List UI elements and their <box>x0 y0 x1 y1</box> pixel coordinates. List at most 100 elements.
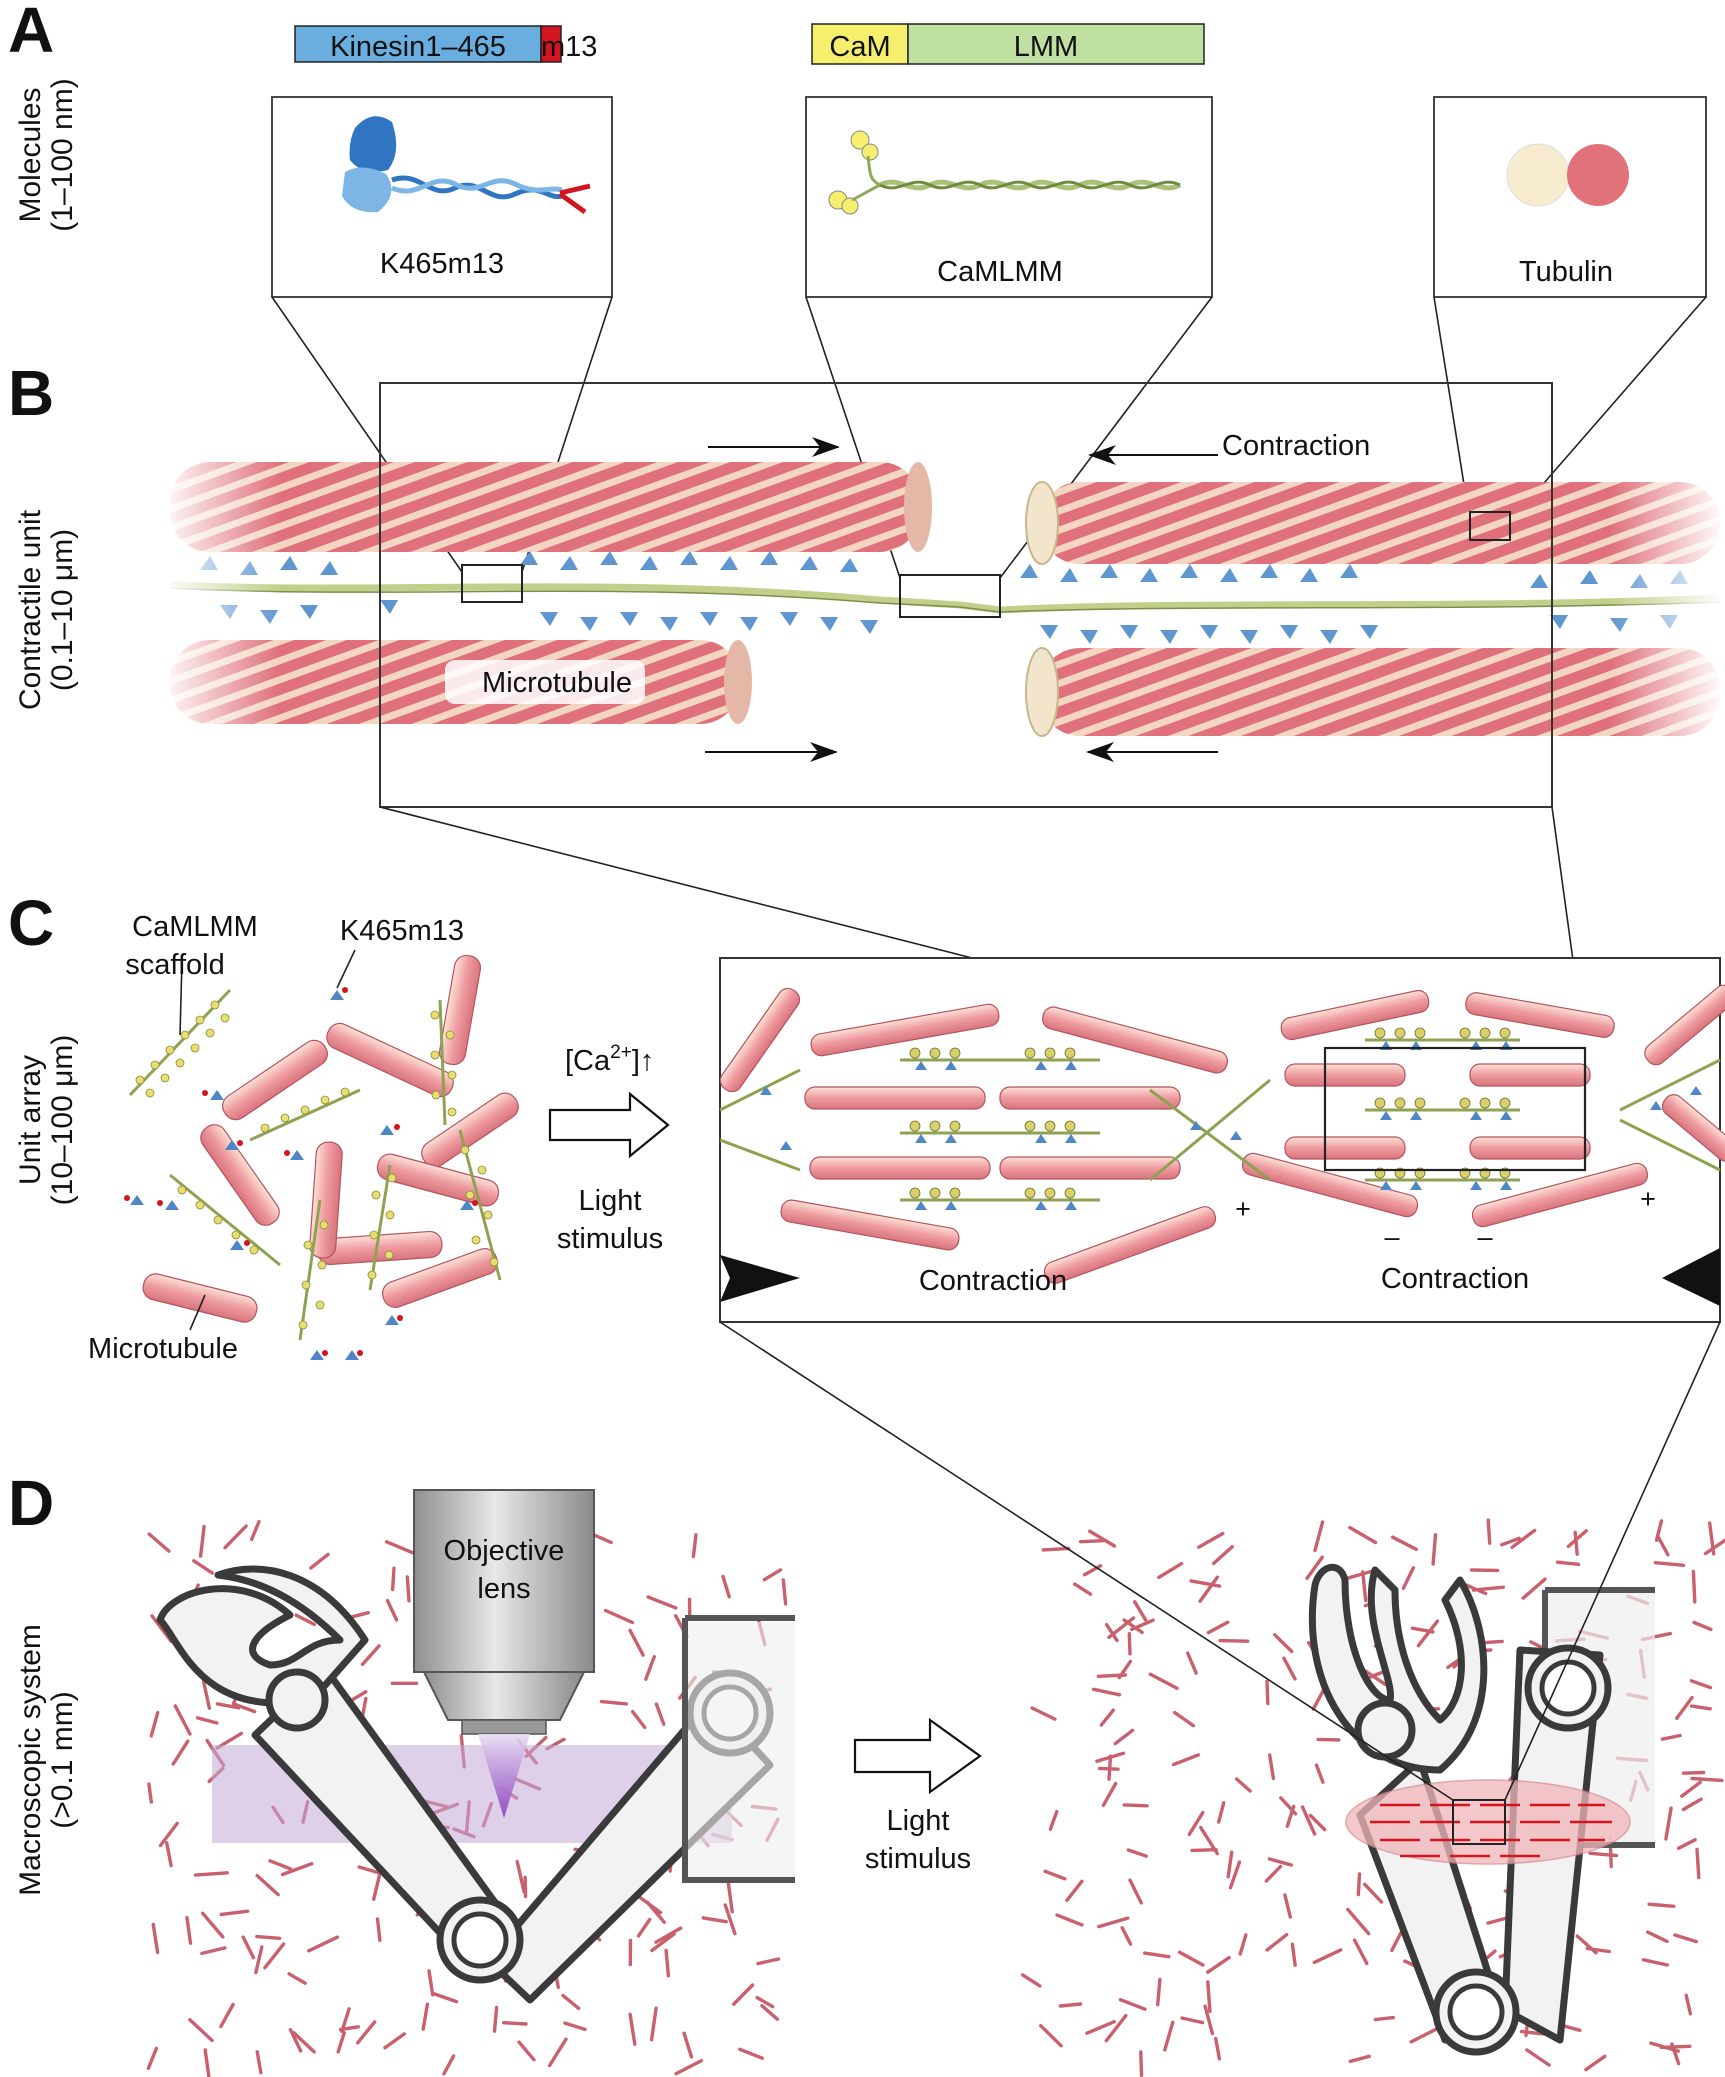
m13-tag-label: m13 <box>541 31 597 63</box>
scattered-microtubule <box>1689 1679 1713 1690</box>
kinesin-domain-label: Kinesin1–465 <box>330 31 506 63</box>
kinesin-construct-bar: Kinesin1–465 m13 <box>294 25 597 63</box>
scattered-microtubule <box>1205 1955 1231 1974</box>
scattered-microtubule <box>219 2002 235 2029</box>
scattered-microtubule <box>732 1983 755 2006</box>
scattered-microtubule <box>755 1995 775 2009</box>
scattered-microtubule <box>1107 1616 1136 1640</box>
scattered-microtubule <box>1198 1575 1220 1603</box>
scattered-microtubule <box>1360 1570 1368 1603</box>
scattered-microtubule <box>1681 1770 1706 1775</box>
scattered-microtubule <box>1171 1753 1201 1767</box>
scattered-microtubule <box>309 1552 330 1570</box>
scattered-microtubule <box>1155 1977 1162 2007</box>
scattered-microtubule <box>1055 1913 1084 1927</box>
scattered-microtubule <box>1038 2023 1063 2048</box>
scattered-microtubule <box>1096 1673 1128 1679</box>
scattered-microtubule <box>561 1993 581 2011</box>
zoom-lines-c-to-d <box>719 1321 1721 1801</box>
scattered-microtubule <box>1021 1973 1042 1988</box>
svg-text:Contractile unit: Contractile unit <box>14 509 47 710</box>
scattered-microtubule <box>1373 2015 1396 2022</box>
contractile-unit-scene: Microtubule <box>160 450 1725 750</box>
scattered-microtubule <box>1499 1536 1521 1547</box>
minus-marker-left: – <box>1384 1222 1399 1252</box>
scattered-microtubule <box>1120 1926 1133 1946</box>
scattered-microtubule <box>1695 1847 1701 1880</box>
k465m13-label: K465m13 <box>380 248 504 280</box>
scattered-microtubule <box>1681 1797 1703 1812</box>
plus-marker-right: + <box>1640 1184 1656 1214</box>
scattered-microtubule <box>1390 1535 1418 1552</box>
scattered-microtubule <box>760 2003 779 2021</box>
scattered-microtubule <box>1401 1566 1416 1591</box>
svg-text:(1–100 nm): (1–100 nm) <box>46 78 79 231</box>
svg-text:Light: Light <box>887 1805 950 1837</box>
light-stimulus-transition: Light stimulus <box>853 1717 982 1875</box>
scattered-microtubule <box>288 2027 303 2053</box>
scattered-microtubule <box>1267 1753 1276 1781</box>
scattered-microtubule <box>1058 2002 1083 2008</box>
scattered-microtubule <box>1664 1806 1673 1841</box>
scattered-microtubule <box>1285 1804 1296 1828</box>
scattered-microtubule <box>674 2058 703 2076</box>
scattered-microtubule <box>1676 1838 1697 1850</box>
scattered-microtubule <box>1163 2020 1175 2052</box>
scattered-microtubule <box>385 1598 399 1622</box>
scattered-microtubule <box>146 2046 159 2071</box>
scattered-microtubule <box>1566 1529 1589 1549</box>
scattered-microtubule <box>231 1702 257 1714</box>
scattered-microtubule <box>1283 1893 1293 1919</box>
macro-system-before: Objective lens <box>146 1489 795 2077</box>
scattered-microtubule <box>515 1859 526 1894</box>
contractile-unit-frame <box>379 382 1553 808</box>
scattered-microtubule <box>1185 1651 1198 1675</box>
scattered-microtubule <box>1305 1555 1325 1581</box>
scattered-microtubule <box>336 2031 346 2054</box>
svg-text:stimulus: stimulus <box>865 1843 971 1875</box>
scattered-microtubule <box>372 1869 383 1902</box>
scattered-microtubule <box>442 2054 456 2076</box>
scattered-microtubule <box>195 1716 219 1725</box>
tubulin-label: Tubulin <box>1519 256 1613 288</box>
macro-system-after <box>1021 1518 1725 2077</box>
scattered-microtubule <box>1104 2013 1128 2043</box>
scattered-microtubule <box>294 1613 316 1627</box>
scattered-microtubule <box>644 1654 656 1681</box>
scattered-microtubule <box>1703 1538 1725 1556</box>
scattered-microtubule <box>1187 1810 1205 1837</box>
scattered-microtubule <box>255 1873 280 1897</box>
unit-array-ordered: + + – – Contraction Contraction <box>719 957 1725 1323</box>
scattered-microtubule <box>198 1524 206 1558</box>
scattered-microtubule <box>682 2031 694 2059</box>
scattered-microtubule <box>1659 2044 1692 2050</box>
scattered-microtubule <box>1641 1958 1670 1967</box>
scattered-microtubule <box>1290 1942 1297 1967</box>
calcium-label: [Ca2+]↑ <box>565 1042 654 1077</box>
scattered-microtubule <box>1363 1882 1384 1904</box>
scattered-microtubule <box>1199 1825 1220 1856</box>
scattered-microtubule <box>1656 1534 1670 1557</box>
panel-d-letter: D <box>8 1467 54 1539</box>
objective-lens-icon: Objective lens <box>413 1489 595 1818</box>
scattered-microtubule <box>1308 1813 1327 1832</box>
scattered-microtubule <box>431 1991 459 2004</box>
scattered-microtubule <box>1189 1579 1222 1588</box>
scattered-microtubule <box>1282 1656 1297 1681</box>
scattered-microtubule <box>1238 1933 1248 1956</box>
scattered-microtubule <box>1692 1620 1713 1632</box>
scattered-microtubule <box>636 1917 652 1938</box>
scattered-microtubule <box>1673 1933 1699 1944</box>
scattered-microtubule <box>1348 2054 1371 2064</box>
scattered-microtubule <box>723 1903 737 1936</box>
svg-text:lens: lens <box>477 1573 530 1605</box>
scattered-microtubule <box>1510 1528 1537 1550</box>
scattered-microtubule <box>646 1595 678 1610</box>
scattered-microtubule <box>338 2025 360 2032</box>
scattered-microtubule <box>1647 1902 1676 1909</box>
contraction-label-c-right: Contraction <box>1381 1263 1529 1295</box>
scattered-microtubule <box>185 1915 193 1945</box>
scattered-microtubule <box>1675 1695 1694 1721</box>
scattered-microtubule <box>193 1871 229 1877</box>
scale-label-unit-array: Unit array (10–100 μm) <box>14 1035 79 1206</box>
